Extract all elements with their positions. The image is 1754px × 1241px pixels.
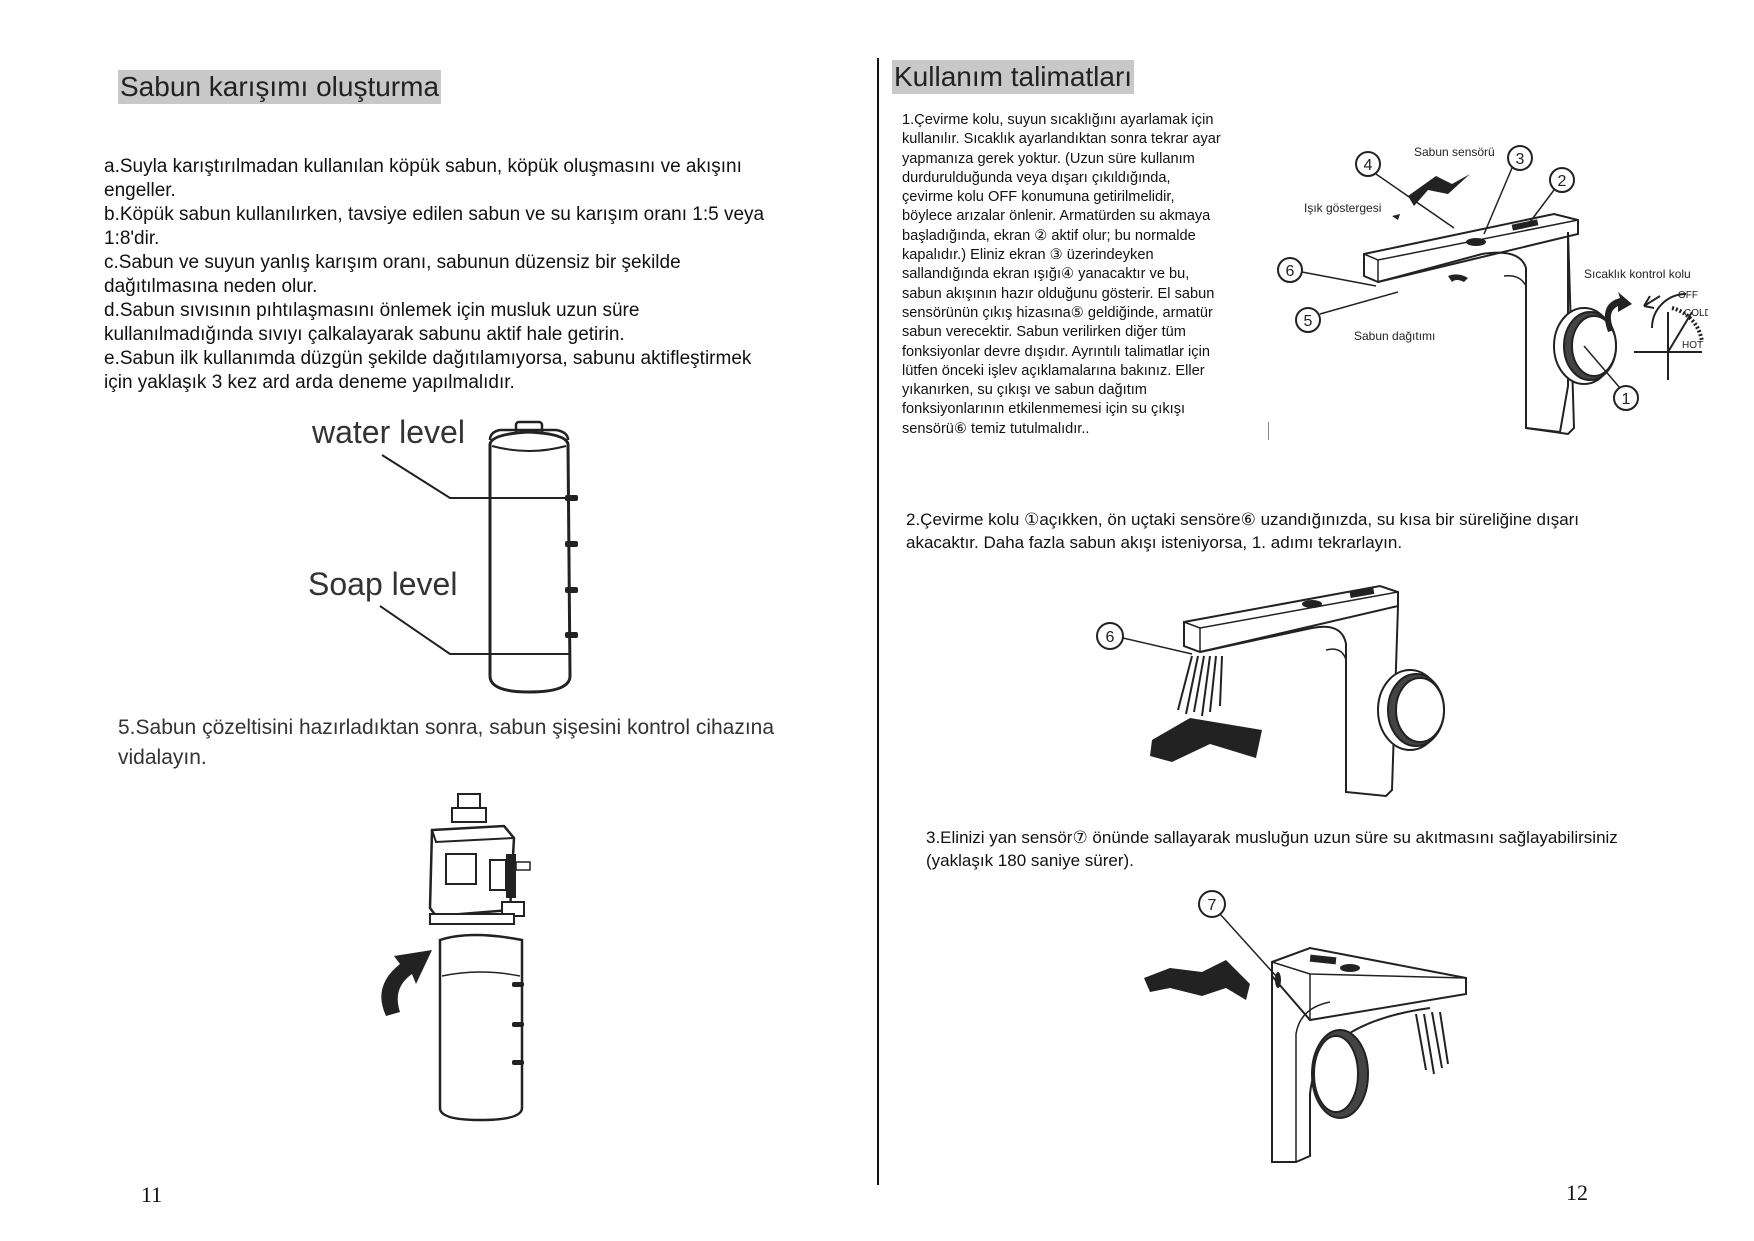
water-stream-icon (1177, 655, 1223, 717)
faucet-icon (1363, 212, 1617, 436)
front-sensor-diagram: 6 (1096, 584, 1445, 798)
soap-control-unit-icon (428, 793, 531, 925)
light-indicator-icon (1392, 214, 1400, 220)
svg-text:6: 6 (1106, 629, 1115, 646)
light-indicator-label: Işık göstergesi (1304, 201, 1381, 215)
number-7-marker: 7 (1198, 890, 1277, 977)
faucet-icon (1183, 584, 1445, 798)
number-6-marker: 6 (1277, 257, 1377, 287)
note-line: b.Köpük sabun kullanılırken, tavsiye edi… (104, 204, 765, 225)
water-level-label: water level (311, 414, 465, 450)
soap-mixing-notes: a.Suyla karıştırılmadan kullanılan köpük… (104, 155, 864, 395)
hand-icon (1144, 960, 1250, 1000)
instruction-1-line: sabun akışının hazır olduğunu gösterir. … (902, 285, 1215, 302)
soap-sensor-label: Sabun sensörü (1414, 145, 1495, 159)
faucet-icon (1271, 946, 1467, 1163)
water-stream-icon (1415, 1011, 1449, 1075)
note-line: c.Sabun ve suyun yanlış karışım oranı, s… (104, 252, 681, 273)
number-3-marker: 3 (1483, 145, 1533, 235)
instruction-1-line: yapmanıza gerek yoktur. (Uzun süre kulla… (902, 150, 1195, 167)
instruction-1-line: yıkanırken, su çıkışı ve sabun dağıtım (902, 382, 1147, 399)
note-line: a.Suyla karıştırılmadan kullanılan köpük… (104, 156, 742, 177)
soap-drop-icon (1448, 274, 1468, 282)
instruction-1-line: başladığında, ekran ② aktif olur; bu nor… (902, 227, 1196, 244)
step-5-line: 5.Sabun çözeltisini hazırladıktan sonra,… (118, 716, 775, 739)
instruction-1-line: durdurulduğunda veya dışarı çıkıldığında… (902, 169, 1171, 186)
instruction-1-line: fonksiyonlar devre dışıdır. Ayrıntılı ta… (902, 343, 1210, 360)
instruction-3-line: 3.Elinizi yan sensör⑦ önünde sallayarak … (926, 828, 1618, 847)
note-line: için yaklaşık 3 kez ard arda deneme yapı… (104, 372, 515, 393)
left-page-number: 11 (141, 1182, 163, 1207)
number-4-marker: 4 (1355, 151, 1455, 229)
instruction-1-line: kapalıdır.) Eliniz ekran ③ üzerindeyken (902, 247, 1154, 264)
svg-text:7: 7 (1208, 897, 1217, 914)
number-5-marker: 5 (1295, 291, 1399, 333)
instruction-1-line: sallandığında ekran ışığı④ yanacaktır ve… (902, 266, 1190, 283)
number-2-marker: 2 (1529, 167, 1575, 223)
instruction-1-line: kullanılır. Sıcaklık ayarlandıktan sonra… (902, 131, 1221, 148)
note-line: dağıtılmasına neden olur. (104, 276, 318, 297)
svg-text:6: 6 (1286, 263, 1295, 280)
hand-icon (1408, 174, 1470, 206)
temperature-dial-icon (1634, 293, 1704, 380)
right-page-number: 12 (1566, 1180, 1588, 1205)
svg-text:2: 2 (1558, 173, 1567, 190)
instruction-3-line: (yaklaşık 180 saniye sürer). (926, 851, 1134, 870)
instruction-1-line: lütfen önceki işlev açıklamalarına bakın… (902, 362, 1205, 379)
instruction-1-line: sensörünün çıkış hizasına⑤ geldiğinde, a… (902, 304, 1213, 321)
temp-handle-label: Sıcaklık kontrol kolu (1584, 267, 1691, 281)
hand-icon (1150, 718, 1262, 762)
rotate-arrow-icon (1604, 292, 1632, 332)
instruction-1-line: sensörü⑥ temiz tutulmalıdır.. (902, 420, 1090, 437)
note-line: engeller. (104, 180, 176, 201)
bottle-icon (488, 420, 578, 694)
instruction-1-line: böylece arızalar önlenir. Armatürden su … (902, 208, 1211, 225)
page-divider (877, 58, 879, 1185)
number-6-marker: 6 (1096, 622, 1193, 655)
right-page-heading: Kullanım talimatları (892, 60, 1135, 94)
svg-text:1: 1 (1622, 391, 1631, 408)
hot-label: HOT (1682, 340, 1703, 351)
soap-bottle-figure: water level Soap level (308, 414, 578, 694)
number-1-marker: 1 (1583, 345, 1639, 411)
note-line: d.Sabun sıvısının pıhtılaşmasını önlemek… (104, 300, 640, 321)
note-line: e.Sabun ilk kullanımda düzgün şekilde da… (104, 348, 752, 369)
off-label: OFF (1678, 290, 1698, 301)
bottle-icon (438, 933, 524, 1122)
side-sensor-diagram: 7 (1144, 890, 1467, 1163)
instruction-2-line: 2.Çevirme kolu ①açıkken, ön uçtaki sensö… (906, 510, 1580, 529)
instruction-2-text: 2.Çevirme kolu ①açıkken, ön uçtaki sensö… (906, 508, 1726, 554)
svg-text:3: 3 (1516, 151, 1525, 168)
step-5-text: 5.Sabun çözeltisini hazırladıktan sonra,… (118, 713, 878, 773)
rotate-arrow-icon (381, 950, 432, 1016)
left-page-heading: Sabun karışımı oluşturma (118, 70, 442, 104)
soap-dispense-label: Sabun dağıtımı (1354, 329, 1435, 343)
control-unit-figure (381, 793, 531, 1122)
instruction-1-line: çevirme kolu OFF konumuna getirilmelidir… (902, 189, 1175, 206)
instruction-1-line: 1.Çevirme kolu, suyun sıcaklığını ayarla… (902, 112, 1214, 128)
cold-label: COLD (1684, 308, 1708, 319)
instruction-1-line: sabun verecektir. Sabun verilirken diğer… (902, 324, 1186, 341)
instruction-1-line: fonksiyonlarının etkilenmemesi için su ç… (902, 401, 1186, 418)
note-line: 1:8'dir. (104, 228, 160, 249)
svg-text:5: 5 (1304, 313, 1313, 330)
instruction-3-text: 3.Elinizi yan sensör⑦ önünde sallayarak … (926, 826, 1726, 872)
svg-text:4: 4 (1364, 157, 1373, 174)
instruction-2-line: akacaktır. Daha fazla sabun akışı isteni… (906, 533, 1403, 552)
instruction-1-text: 1.Çevirme kolu, suyun sıcaklığını ayarla… (902, 111, 1272, 439)
step-5-line: vidalayın. (118, 746, 207, 769)
soap-level-label: Soap level (308, 566, 457, 602)
faucet-overview-diagram: 4 3 2 6 5 1 Sabun sensörü Işık gösterges… (1277, 145, 1708, 436)
note-line: kullanılmadığında sıvıyı çalkalayarak sa… (104, 324, 625, 345)
text-box-edge (1268, 422, 1269, 440)
